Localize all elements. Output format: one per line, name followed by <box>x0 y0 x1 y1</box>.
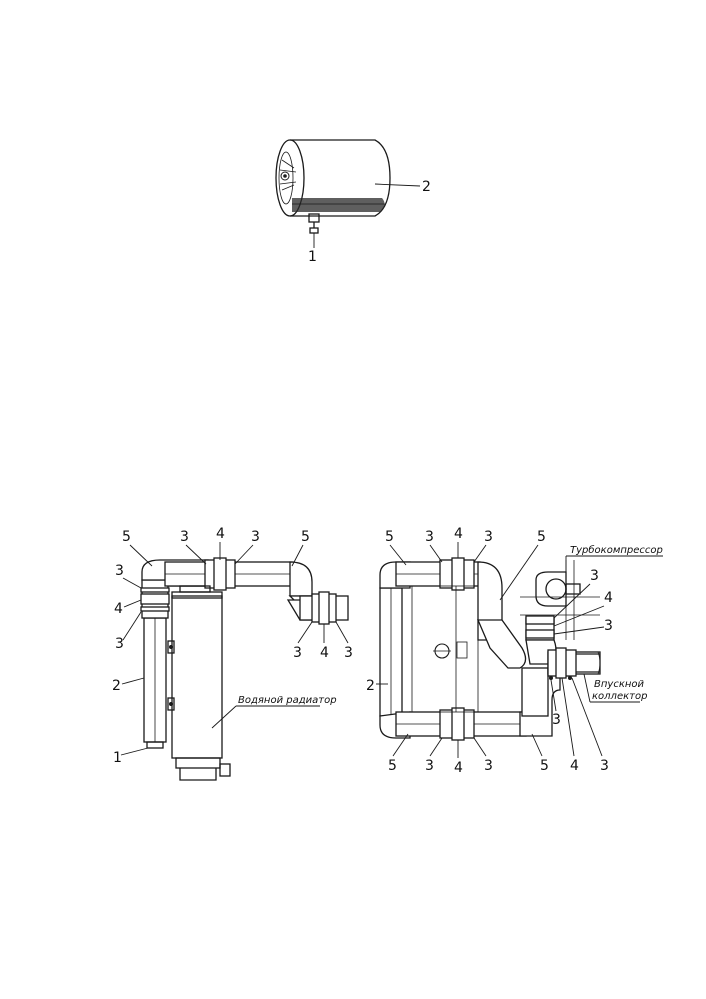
callout-drain: 1 <box>308 249 317 265</box>
intake-label-line1: Впускной <box>594 679 645 690</box>
turbocompressor <box>520 560 600 640</box>
lv-callout-3e: 3 <box>293 645 302 661</box>
rv-callout-2: 2 <box>366 678 375 694</box>
lv-callout-2: 2 <box>112 678 121 694</box>
rv-callout-5d: 5 <box>540 758 549 774</box>
intake-label-line2: коллектор <box>592 691 647 702</box>
rv-callout-3h: 3 <box>600 758 609 774</box>
rv-callout-4a: 4 <box>454 526 463 542</box>
rv-callout-3g: 3 <box>552 712 561 728</box>
rv-callout-5c: 5 <box>388 758 397 774</box>
rv-callout-5b: 5 <box>537 529 546 545</box>
turbocompressor-label: Турбокомпрессор <box>570 544 663 556</box>
callout-tank: 2 <box>422 179 431 195</box>
air-receiver-tank <box>275 139 391 234</box>
lv-callout-4c: 4 <box>320 645 329 661</box>
rv-callout-4d: 4 <box>570 758 579 774</box>
rv-callout-5a: 5 <box>385 529 394 545</box>
rv-callout-3e: 3 <box>590 568 599 584</box>
radiator-label: Водяной радиатор <box>238 695 337 706</box>
left-view-callouts: 5 3 4 3 5 3 4 3 2 1 3 4 3 Водяной радиат… <box>112 526 353 766</box>
lv-callout-1: 1 <box>113 750 122 766</box>
lv-callout-5a: 5 <box>122 529 131 545</box>
rv-callout-3c: 3 <box>425 758 434 774</box>
tank-callout-2: 2 <box>374 179 431 195</box>
rv-callout-4b: 4 <box>454 760 463 776</box>
drain-callout-1: 1 <box>308 233 317 265</box>
rv-callout-3f: 3 <box>604 618 613 634</box>
lv-callout-4b: 4 <box>114 601 123 617</box>
left-view <box>140 557 349 781</box>
lv-callout-3d: 3 <box>115 636 124 652</box>
rv-callout-3a: 3 <box>425 529 434 545</box>
lv-callout-3f: 3 <box>344 645 353 661</box>
lv-callout-3a: 3 <box>180 529 189 545</box>
rv-callout-4c: 4 <box>604 590 613 606</box>
rv-callout-3b: 3 <box>484 529 493 545</box>
right-view-callouts: 5 3 4 3 5 2 5 3 4 3 5 3 4 3 3 4 3 Турбок… <box>366 526 663 776</box>
rv-callout-3d: 3 <box>484 758 493 774</box>
lv-callout-5b: 5 <box>301 529 310 545</box>
lv-callout-4a: 4 <box>216 526 225 542</box>
lv-callout-3c: 3 <box>115 563 124 579</box>
right-view <box>379 557 601 741</box>
lv-callout-3b: 3 <box>251 529 260 545</box>
